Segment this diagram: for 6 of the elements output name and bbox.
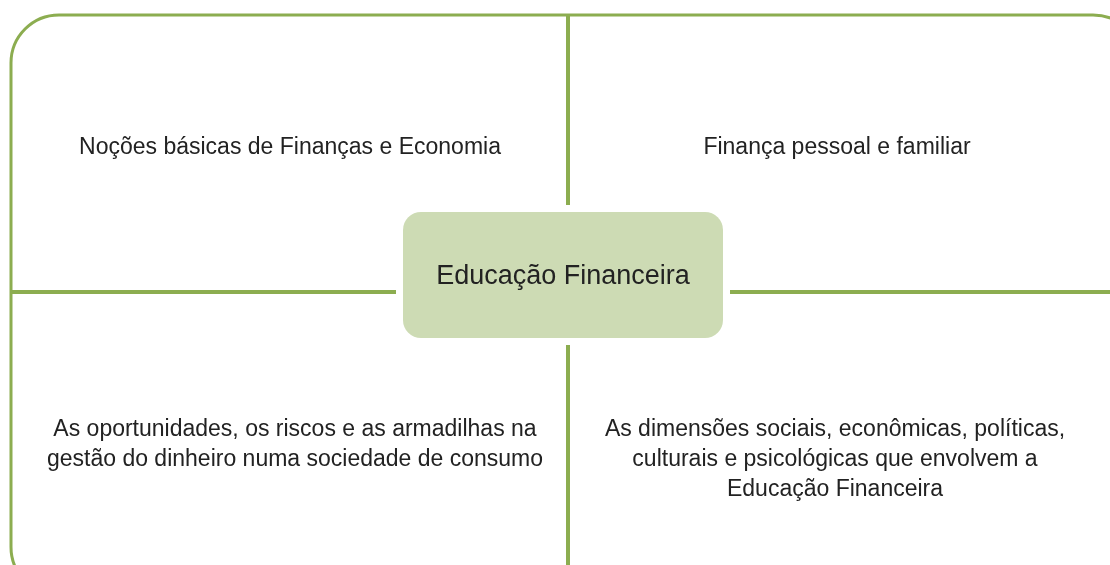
quadrant-text: As oportunidades, os riscos e as armadilhas na gestão do dinheiro numa sociedade de consumo [45, 414, 545, 473]
center-title: Educação Financeira [436, 259, 690, 292]
quadrant-text: Finança pessoal e familiar [702, 132, 972, 161]
quadrant-text: Noções básicas de Finanças e Economia [78, 132, 502, 161]
center-box [403, 212, 723, 338]
quadrant-text: As dimensões sociais, econômicas, políticas, culturais e psicológicas que envolvem a Educação Financeira [603, 414, 1067, 503]
